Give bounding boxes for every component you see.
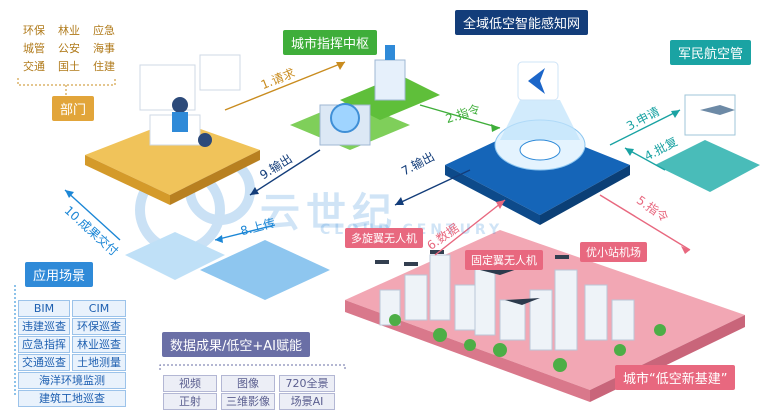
dept-cell: 公安: [58, 42, 80, 55]
dept-cell: 城管: [23, 42, 45, 55]
app-scene-cell: 环保巡查: [72, 318, 126, 335]
dept-cell: 交通: [23, 60, 45, 73]
flow-arrows: [64, 61, 691, 256]
dept-platform: [85, 120, 260, 195]
multirotor-drones: [375, 250, 569, 266]
app-scene-cell: 应急指挥: [18, 336, 70, 353]
dept-cell: 林业: [58, 24, 80, 37]
perception-network-tag: 全域低空智能感知网: [455, 10, 589, 35]
data-platform: [200, 240, 330, 300]
dept-cell: 环保: [23, 24, 45, 37]
airspace-platform: [655, 140, 760, 192]
data-cell: 视频: [163, 375, 217, 392]
multirotor-tag: 多旋翼无人机: [345, 228, 423, 248]
airspace-control-tag: 军民航空管: [670, 40, 752, 65]
trees: [389, 314, 666, 372]
dept-cell: 应急: [93, 24, 115, 37]
data-results-tag: 数据成果/低空+AI赋能: [162, 332, 310, 357]
app-scenes-tag: 应用场景: [25, 262, 94, 287]
mini-station-tag: 优小站机场: [580, 242, 647, 262]
data-cell: 三维影像: [221, 393, 275, 410]
app-scene-cell-wide: 海洋环境监测: [18, 372, 126, 389]
data-cell: 场景AI: [279, 393, 335, 410]
city-infra-tag: 城市“低空新基建”: [615, 365, 736, 390]
dept-cell: 国土: [58, 60, 80, 73]
app-scene-cell: 林业巡查: [72, 336, 126, 353]
command-center-tag: 城市指挥中枢: [283, 30, 378, 55]
data-cell: 720全景: [279, 375, 335, 392]
app-scene-cell: CIM: [72, 300, 126, 317]
app-scene-cell: 交通巡查: [18, 354, 70, 371]
app-platform: [125, 232, 225, 280]
dept-cell: 海事: [93, 42, 115, 55]
app-scene-cell-wide: 建筑工地巡查: [18, 390, 126, 407]
data-cell: 正射: [163, 393, 217, 410]
app-scene-cell: BIM: [18, 300, 70, 317]
dept-tag: 部门: [52, 96, 95, 121]
app-scene-cell: 土地测量: [72, 354, 126, 371]
app-scene-cell: 违建巡查: [18, 318, 70, 335]
data-cell: 图像: [221, 375, 275, 392]
fixed-wing-tag: 固定翼无人机: [465, 250, 543, 270]
dept-cell: 住建: [93, 60, 115, 73]
